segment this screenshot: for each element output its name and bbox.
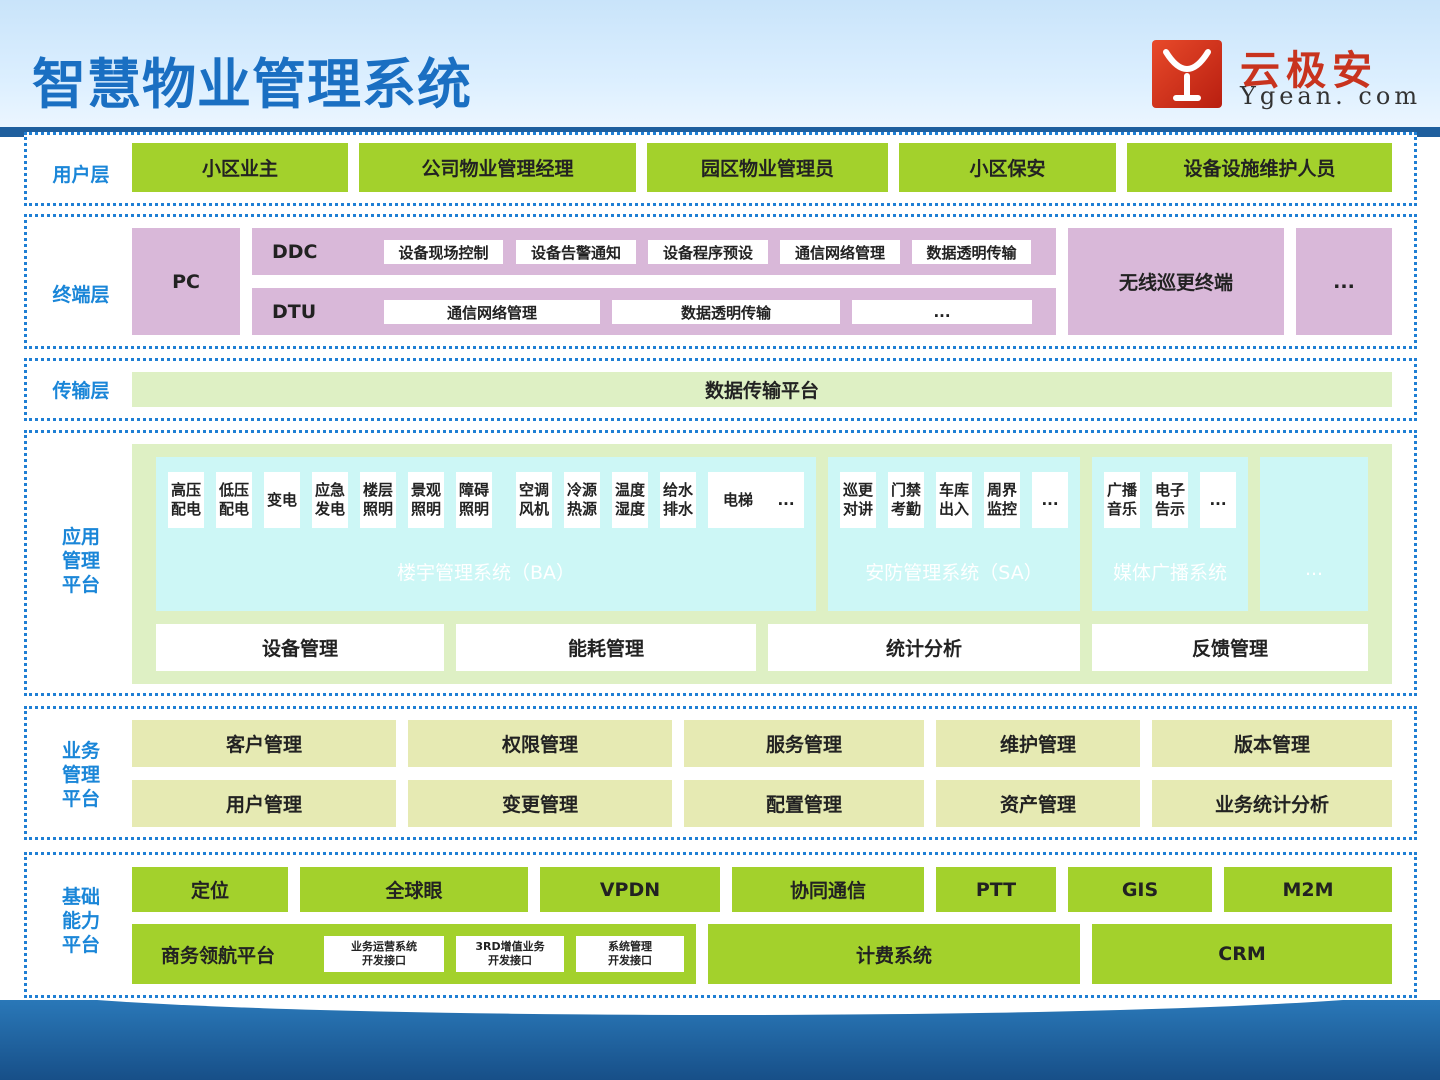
transport-layer-label: 传输层	[52, 380, 110, 402]
ba-item[interactable]: 电梯	[708, 472, 768, 528]
base-vpdn[interactable]: VPDN	[540, 867, 720, 912]
ba-item[interactable]: 应急 发电	[312, 472, 348, 528]
ba-item[interactable]: 低压 配电	[216, 472, 252, 528]
ba-item[interactable]: 冷源 热源	[564, 472, 600, 528]
terminal-more[interactable]: ...	[1296, 228, 1392, 335]
terminal-layer-label: 终端层	[52, 284, 110, 306]
media-item[interactable]: ...	[1200, 472, 1236, 528]
business-nav-platform[interactable]: 商务领航平台	[160, 944, 275, 967]
ba-item[interactable]: 温度 湿度	[612, 472, 648, 528]
ba-item[interactable]: 楼层 照明	[360, 472, 396, 528]
business-statistics[interactable]: 业务统计分析	[1152, 780, 1392, 827]
base-layer-label: 基础 能力 平台	[61, 886, 100, 956]
service-management[interactable]: 服务管理	[684, 720, 924, 767]
dtu-item[interactable]: 通信网络管理	[384, 300, 600, 324]
logo-en-text: Ygean. com	[1240, 82, 1422, 110]
ba-item[interactable]: ...	[768, 472, 804, 528]
user-manager[interactable]: 公司物业管理经理	[359, 143, 636, 192]
media-item[interactable]: 广播 音乐	[1104, 472, 1140, 528]
ba-item[interactable]: 变电	[264, 472, 300, 528]
user-maintenance[interactable]: 设备设施维护人员	[1127, 143, 1392, 192]
sa-title: 安防管理系统（SA）	[865, 562, 1043, 584]
other-title: ...	[1304, 558, 1324, 580]
version-management[interactable]: 版本管理	[1152, 720, 1392, 767]
sa-item[interactable]: ...	[1032, 472, 1068, 528]
ddc-item[interactable]: 设备告警通知	[516, 240, 636, 264]
user-management[interactable]: 用户管理	[132, 780, 396, 827]
user-park-admin[interactable]: 园区物业管理员	[647, 143, 888, 192]
base-collab-comm[interactable]: 协同通信	[732, 867, 924, 912]
page-title: 智慧物业管理系统	[32, 53, 472, 116]
media-item[interactable]: 电子 告示	[1152, 472, 1188, 528]
dtu-item[interactable]: ...	[852, 300, 1032, 324]
dtu-item[interactable]: 数据透明传输	[612, 300, 840, 324]
ba-item[interactable]: 给水 排水	[660, 472, 696, 528]
user-layer-label: 用户层	[52, 164, 110, 186]
config-management[interactable]: 配置管理	[684, 780, 924, 827]
base-ptt[interactable]: PTT	[936, 867, 1056, 912]
ddc-item[interactable]: 设备现场控制	[384, 240, 503, 264]
base-m2m[interactable]: M2M	[1224, 867, 1392, 912]
ba-title: 楼宇管理系统（BA）	[396, 562, 576, 584]
media-title: 媒体广播系统	[1112, 562, 1227, 584]
other-system	[1260, 457, 1368, 611]
customer-management[interactable]: 客户管理	[132, 720, 396, 767]
api-3rd-value[interactable]: 3RD增值业务 开发接口	[456, 936, 564, 972]
device-management[interactable]: 设备管理	[156, 624, 444, 671]
sa-item[interactable]: 车库 出入	[936, 472, 972, 528]
permission-management[interactable]: 权限管理	[408, 720, 672, 767]
billing-system[interactable]: 计费系统	[708, 924, 1080, 984]
crm-system[interactable]: CRM	[1092, 924, 1392, 984]
api-system-mgmt[interactable]: 系统管理 开发接口	[576, 936, 684, 972]
user-security[interactable]: 小区保安	[899, 143, 1116, 192]
feedback-management[interactable]: 反馈管理	[1092, 624, 1368, 671]
terminal-pc[interactable]: PC	[132, 228, 240, 335]
base-gis[interactable]: GIS	[1068, 867, 1212, 912]
asset-management[interactable]: 资产管理	[936, 780, 1140, 827]
dtu-label: DTU	[272, 300, 317, 323]
sa-item[interactable]: 周界 监控	[984, 472, 1020, 528]
sa-item[interactable]: 巡更 对讲	[840, 472, 876, 528]
ddc-label: DDC	[272, 240, 318, 263]
wireless-terminal[interactable]: 无线巡更终端	[1068, 228, 1284, 335]
change-management[interactable]: 变更管理	[408, 780, 672, 827]
ddc-item[interactable]: 通信网络管理	[780, 240, 900, 264]
ddc-item[interactable]: 设备程序预设	[648, 240, 768, 264]
sa-item[interactable]: 门禁 考勤	[888, 472, 924, 528]
ba-item[interactable]: 高压 配电	[168, 472, 204, 528]
app-layer-label: 应用 管理 平台	[61, 526, 100, 596]
base-location[interactable]: 定位	[132, 867, 288, 912]
ba-item[interactable]: 景观 照明	[408, 472, 444, 528]
data-transport-platform[interactable]: 数据传输平台	[132, 372, 1392, 407]
logo-cn-text: 云极安	[1240, 47, 1378, 94]
logo-mark-icon	[1152, 40, 1222, 108]
logo: 云极安 Ygean. com	[1152, 40, 1432, 110]
ba-item[interactable]: 障碍 照明	[456, 472, 492, 528]
user-owner[interactable]: 小区业主	[132, 143, 348, 192]
statistics-analysis[interactable]: 统计分析	[768, 624, 1080, 671]
maintenance-management[interactable]: 维护管理	[936, 720, 1140, 767]
energy-management[interactable]: 能耗管理	[456, 624, 756, 671]
ddc-item[interactable]: 数据透明传输	[912, 240, 1031, 264]
base-global-eye[interactable]: 全球眼	[300, 867, 528, 912]
api-business-ops[interactable]: 业务运营系统 开发接口	[324, 936, 444, 972]
business-layer-label: 业务 管理 平台	[61, 740, 100, 810]
ba-item[interactable]: 空调 风机	[516, 472, 552, 528]
